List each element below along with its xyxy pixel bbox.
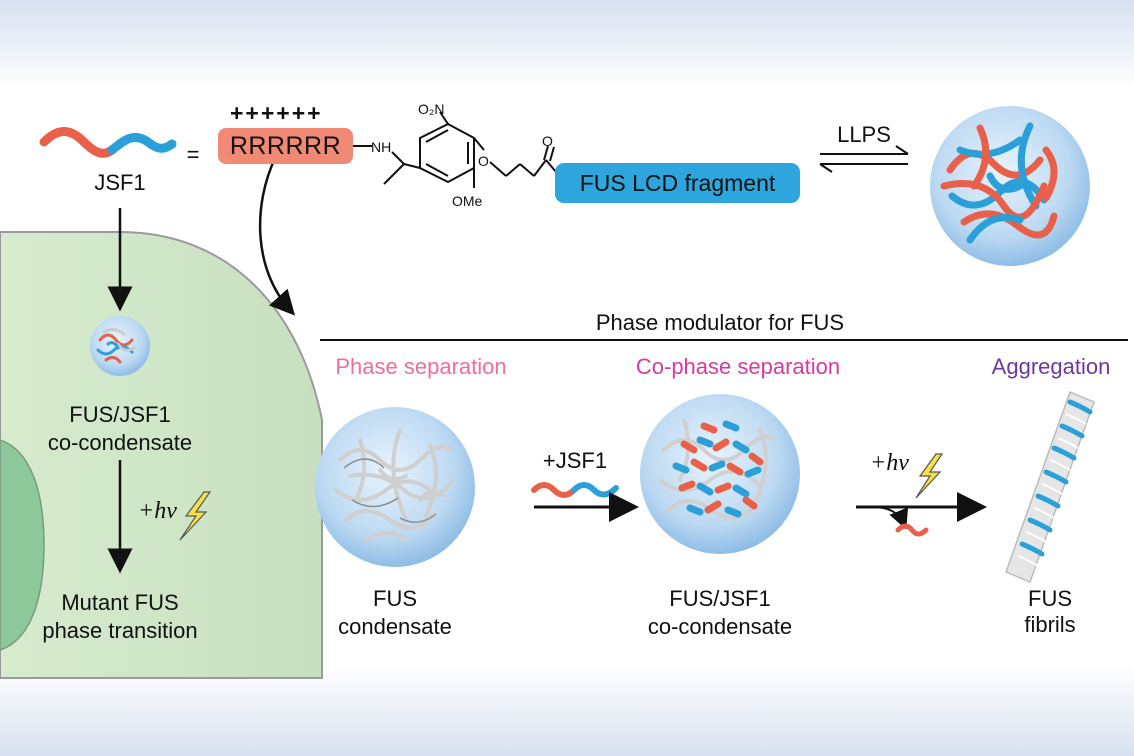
- released-strand-icon: [895, 523, 929, 537]
- lightning-bolt-icon-2: [915, 453, 944, 499]
- fus-lcd-fragment: FUS LCD fragment: [555, 163, 800, 203]
- add-jsf1-label: +JSF1: [542, 448, 608, 473]
- fibrils-label-1: FUS: [1028, 586, 1072, 611]
- cell-cocondensate-label-2: co-condensate: [47, 430, 193, 455]
- ether-o-label: O: [478, 153, 489, 169]
- nh-label: NH: [371, 139, 392, 155]
- carbonyl-o-label: O: [542, 133, 553, 149]
- co-phase-separation-label: Co-phase separation: [635, 354, 841, 379]
- arginine-block: RRRRRR: [218, 128, 353, 164]
- fus-fibril-icon: [1005, 391, 1095, 583]
- ome-label: OMe: [452, 193, 483, 209]
- phase-separation-label: Phase separation: [335, 354, 507, 379]
- jsf1-droplet-sphere: [930, 106, 1090, 266]
- cell-light-label: +hν: [138, 498, 177, 524]
- fus-condensate-label-1: FUS: [373, 586, 417, 611]
- fus-condensate-sphere: [315, 407, 475, 567]
- jsf1-strand-icon: [39, 127, 177, 158]
- charge-label: ++++++: [230, 100, 323, 126]
- curved-arrow: [258, 155, 296, 316]
- arrow-release: [871, 506, 909, 530]
- fus-condensate-label-2: condensate: [338, 614, 452, 639]
- aggregation-label: Aggregation: [991, 354, 1111, 379]
- co-condensate-label-1: FUS/JSF1: [669, 586, 771, 611]
- fibrils-label-2: fibrils: [1024, 612, 1076, 637]
- cell-body: [0, 231, 323, 679]
- equilibrium-arrows: [819, 145, 909, 173]
- jsf1-mini-strand-icon: [531, 482, 619, 498]
- co-condensate-label-2: co-condensate: [647, 614, 793, 639]
- llps-label: LLPS: [837, 122, 891, 147]
- mutant-fus-label-1: Mutant FUS: [61, 590, 179, 615]
- equals-sign: =: [186, 142, 200, 167]
- nucleus: [0, 439, 45, 651]
- no2-label: O₂N: [418, 101, 445, 117]
- cell-cocondensate-sphere: [90, 316, 150, 376]
- lightning-bolt-icon: [179, 491, 212, 541]
- cell-cocondensate-label-1: FUS/JSF1: [69, 402, 171, 427]
- mutant-fus-label-2: phase transition: [42, 618, 198, 643]
- modulator-title: Phase modulator for FUS: [595, 310, 845, 335]
- linker-structure: [353, 111, 557, 188]
- co-condensate-sphere: [640, 394, 800, 554]
- modulator-light-label: +hν: [870, 450, 909, 476]
- jsf1-label: JSF1: [94, 170, 146, 195]
